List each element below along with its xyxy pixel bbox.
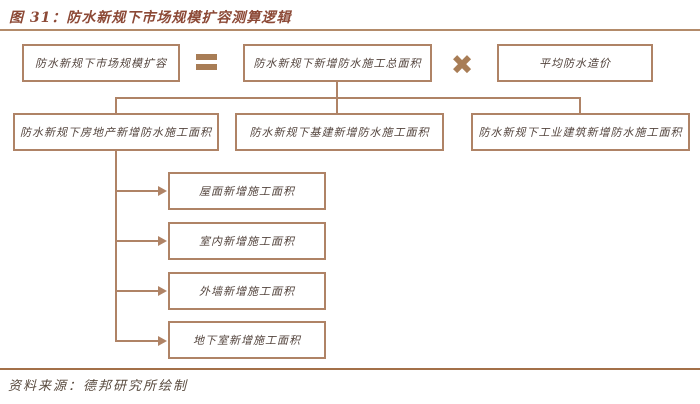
- connector-drop-right: [579, 97, 581, 113]
- roof-area-box: 屋面新增施工面积: [168, 172, 326, 210]
- arrow-right-icon: [158, 336, 167, 346]
- source-note: 资料来源：德邦研究所绘制: [8, 379, 189, 394]
- basement-area-box: 地下室新增施工面积: [168, 321, 326, 359]
- equals-bar-bottom: [196, 64, 217, 70]
- industrial-area-box: 防水新规下工业建筑新增防水施工面积: [471, 113, 690, 151]
- exterior-wall-area-box: 外墙新增施工面积: [168, 272, 326, 310]
- infrastructure-area-box: 防水新规下基建新增防水施工面积: [235, 113, 444, 151]
- equals-icon: [196, 54, 217, 70]
- arrow-right-icon: [158, 186, 167, 196]
- branch-line-1: [116, 190, 159, 192]
- subtree-trunk-line: [115, 151, 117, 342]
- result-box: 防水新规下市场规模扩容: [22, 44, 180, 82]
- arrow-right-icon: [158, 236, 167, 246]
- footer-divider: [0, 368, 700, 370]
- branch-line-2: [116, 240, 159, 242]
- indoor-area-box: 室内新增施工面积: [168, 222, 326, 260]
- figure-title: 图 31：防水新规下市场规模扩容测算逻辑: [9, 10, 292, 26]
- branch-line-3: [116, 290, 159, 292]
- total-area-box: 防水新规下新增防水施工总面积: [243, 44, 432, 82]
- multiply-icon: ✖: [450, 49, 474, 81]
- realestate-area-box: 防水新规下房地产新增防水施工面积: [13, 113, 219, 151]
- equals-bar-top: [196, 54, 217, 60]
- title-divider: [0, 29, 700, 31]
- connector-drop-left: [115, 97, 117, 113]
- arrow-right-icon: [158, 286, 167, 296]
- branch-line-4: [116, 340, 159, 342]
- connector-horizontal: [115, 97, 581, 99]
- price-box: 平均防水造价: [497, 44, 653, 82]
